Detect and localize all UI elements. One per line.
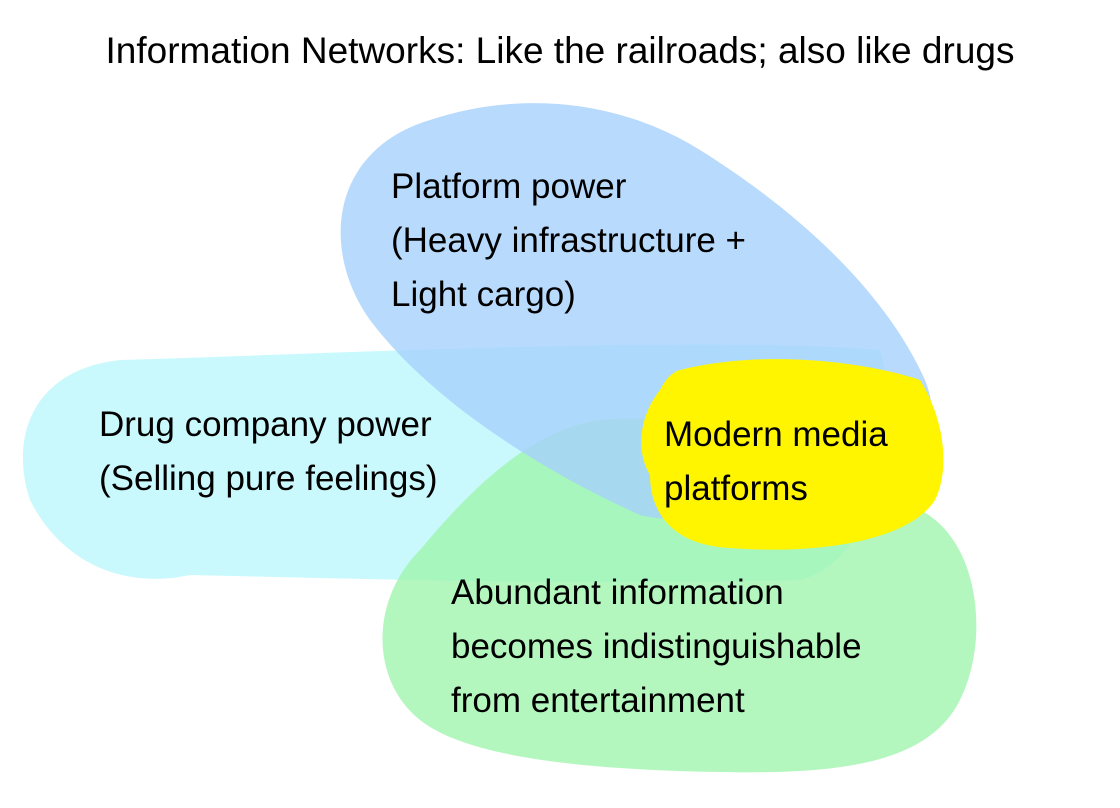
platform-power-label: Platform power (Heavy infrastructure + L… xyxy=(391,160,746,322)
info-line-2: becomes indistinguishable xyxy=(451,627,862,666)
drug-company-label: Drug company power (Selling pure feeling… xyxy=(99,398,438,506)
drug-line-1: Drug company power xyxy=(99,405,432,444)
drug-line-2: (Selling pure feelings) xyxy=(99,459,438,498)
platform-line-3: Light cargo) xyxy=(391,275,576,314)
modern-blob xyxy=(641,359,944,550)
platform-line-1: Platform power xyxy=(391,167,627,206)
modern-line-1: Modern media xyxy=(664,415,888,454)
abundant-info-label: Abundant information becomes indistingui… xyxy=(451,566,862,728)
diagram-title: Information Networks: Like the railroads… xyxy=(105,30,1015,71)
modern-line-2: platforms xyxy=(664,469,808,508)
platform-line-2: (Heavy infrastructure + xyxy=(391,221,746,260)
info-line-3: from entertainment xyxy=(451,681,745,720)
info-line-1: Abundant information xyxy=(451,573,784,612)
modern-media-label: Modern media platforms xyxy=(664,408,888,516)
